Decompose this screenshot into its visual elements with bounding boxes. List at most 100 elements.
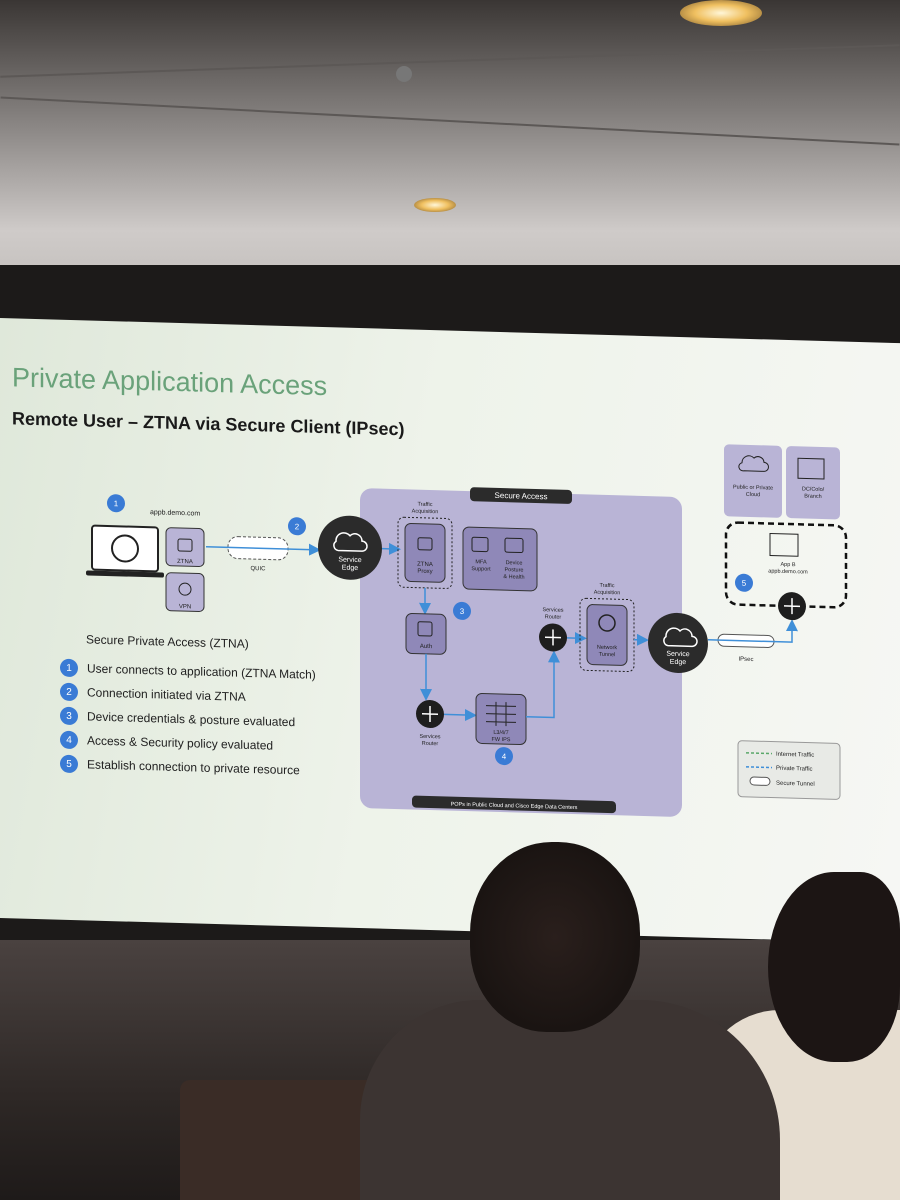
- mfa-icon: [471, 536, 489, 553]
- laptop-base: [86, 570, 164, 578]
- step-text: Connection initiated via ZTNA: [87, 685, 246, 704]
- client-url: appb.demo.com: [150, 509, 200, 517]
- app-b-label: App B: [781, 562, 796, 568]
- step-text: Establish connection to private resource: [87, 757, 300, 778]
- cloud-icon: [738, 455, 769, 472]
- legend-internet-line: [746, 752, 772, 755]
- cloud-icon: [663, 627, 698, 648]
- ztna-module: [165, 527, 205, 568]
- magnifier-icon: [178, 582, 192, 596]
- ztna-label: ZTNA: [177, 559, 193, 565]
- quic-arrow: [206, 543, 321, 556]
- firewall-icon: [486, 701, 516, 727]
- legend-tunnel-swatch: [749, 776, 771, 786]
- auth-icon: [417, 621, 433, 637]
- dc-colo-branch-card: [786, 446, 840, 520]
- cloud-icon: [333, 532, 368, 552]
- firewall-label2: FW IPS: [492, 737, 511, 744]
- services-router-lower-label: Services: [419, 734, 440, 741]
- network-tunnel-dotted: [579, 597, 635, 673]
- services-router-lower-label2: Router: [422, 741, 439, 747]
- network-tunnel-label2: Tunnel: [599, 652, 616, 658]
- step-number: 5: [60, 754, 78, 774]
- app-b-server-icon: [769, 532, 799, 557]
- step-marker-2-label: 2: [295, 522, 300, 531]
- service-edge-left-label2: Edge: [342, 565, 358, 572]
- audience-member-body: [360, 1000, 780, 1200]
- step-marker-4-label: 4: [502, 752, 507, 761]
- app-b-dashed-box: [724, 521, 848, 609]
- step-marker-5: [735, 573, 753, 592]
- lock-icon: [177, 538, 193, 552]
- step-number: 1: [60, 658, 78, 678]
- dc-label2: Branch: [804, 493, 821, 499]
- legend-tunnel-label: Secure Tunnel: [776, 781, 815, 788]
- step-marker-1: [107, 494, 125, 513]
- step-marker-1-label: 1: [114, 499, 119, 508]
- app-b-url: appb.demo.com: [768, 568, 808, 575]
- proxy-lock-icon: [417, 537, 433, 551]
- service-edge-right-label2: Edge: [670, 659, 686, 666]
- services-router-upper-label: Services: [542, 607, 563, 614]
- ztna-proxy-dotted: [397, 516, 453, 589]
- building-icon: [797, 457, 825, 480]
- vpn-module: [165, 572, 205, 613]
- service-edge-right: [648, 612, 708, 673]
- step-number: 2: [60, 682, 78, 702]
- step-marker-3: [453, 601, 471, 620]
- audience-member-2-head: [768, 872, 900, 1062]
- fw-to-router-arrow: [526, 650, 560, 719]
- step-text: Access & Security policy evaluated: [87, 733, 274, 753]
- ztna-proxy-label: ZTNA: [417, 562, 433, 568]
- pops-label: POPs in Public Cloud and Cisco Edge Data…: [451, 802, 578, 812]
- network-diagram: Secure Access POPs in Public Cloud and C…: [86, 444, 848, 817]
- ztna-proxy-label2: Proxy: [417, 569, 432, 575]
- projected-slide: Private Application Access Remote User –…: [0, 318, 900, 944]
- traffic-acquisition-right: Traffic: [600, 583, 615, 589]
- firewall-label: L3/4/7: [493, 730, 508, 736]
- cloud-label2: Cloud: [746, 492, 760, 498]
- laptop-screen: [91, 524, 159, 573]
- secure-access-label: Secure Access: [495, 491, 548, 501]
- step-text: User connects to application (ZTNA Match…: [87, 661, 316, 682]
- traffic-acquisition-left: Traffic: [418, 502, 433, 508]
- ipsec-arrow: [708, 619, 798, 643]
- posture-label2: Posture: [505, 567, 524, 574]
- shield-icon: [504, 537, 524, 554]
- step-marker-4: [495, 747, 513, 766]
- traffic-acquisition-left2: Acquisition: [412, 509, 439, 516]
- legend-internet-label: Internet Traffic: [776, 752, 814, 759]
- router-to-fw-arrow: [444, 708, 477, 721]
- step-marker-3-label: 3: [460, 607, 465, 616]
- step-number: 3: [60, 706, 78, 726]
- network-tunnel-label: Network: [597, 645, 617, 652]
- service-edge-left-label: Service: [338, 556, 361, 564]
- mfa-posture-group: [462, 526, 538, 592]
- mfa-label2: Support: [471, 566, 491, 573]
- traffic-acquisition-right2: Acquisition: [594, 590, 621, 597]
- posture-label3: & Health: [503, 574, 524, 581]
- step-marker-2: [288, 517, 306, 536]
- browser-icon: [111, 534, 139, 563]
- posture-label: Device: [506, 560, 523, 566]
- auth-label: Auth: [420, 644, 432, 650]
- step-text: Device credentials & posture evaluated: [87, 709, 296, 730]
- step-marker-5-label: 5: [742, 579, 747, 588]
- vpn-label: VPN: [179, 604, 191, 610]
- router-arrows-icon: [545, 629, 561, 646]
- ceiling-light: [680, 0, 762, 26]
- ceiling-light: [414, 198, 456, 212]
- secure-access-header: [470, 487, 572, 504]
- legend-private-label: Private Traffic: [776, 766, 813, 773]
- pops-footer: [412, 795, 616, 814]
- quic-label: QUIC: [251, 566, 267, 572]
- dc-label: DC/Colo/: [802, 486, 825, 493]
- auth-box: [405, 613, 447, 655]
- ceiling-tile-line: [0, 44, 900, 78]
- services-router-upper-label2: Router: [545, 614, 562, 620]
- steps-list: Secure Private Access (ZTNA) 1 User conn…: [60, 632, 350, 784]
- public-private-cloud-card: [724, 444, 782, 518]
- router-arrows-icon: [784, 598, 800, 615]
- ceiling-tile-line: [0, 96, 900, 146]
- service-edge-left: [318, 515, 382, 580]
